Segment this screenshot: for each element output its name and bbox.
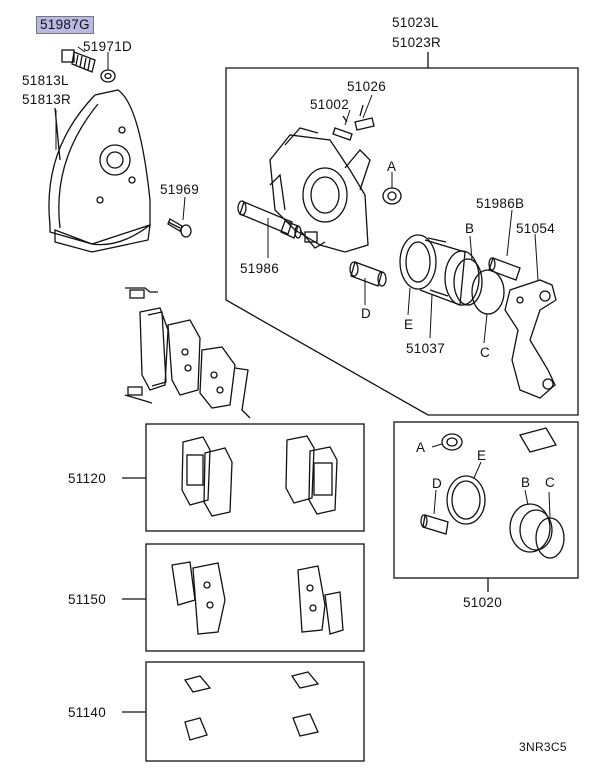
caliper-assembly-box <box>225 67 579 416</box>
bolt-drawing <box>61 49 116 83</box>
shims-51150-drawing <box>171 561 344 635</box>
part-label-51987g[interactable]: 51987G <box>36 16 94 34</box>
ref-label-a-kit: A <box>416 440 426 455</box>
dust-shield-drawing <box>48 89 151 253</box>
part-label-51054[interactable]: 51054 <box>516 221 556 236</box>
part-label-51150[interactable]: 51150 <box>68 592 107 607</box>
part-label-51969[interactable]: 51969 <box>160 182 200 197</box>
ref-label-d-kit: D <box>432 476 443 491</box>
part-label-51023l[interactable]: 51023L <box>392 15 439 30</box>
part-label-51813l[interactable]: 51813L <box>22 73 69 88</box>
part-label-51120[interactable]: 51120 <box>68 471 107 486</box>
bracket-drawing <box>504 279 557 399</box>
seal-kit-drawing <box>420 427 565 559</box>
part-label-51026[interactable]: 51026 <box>347 79 387 94</box>
screw-drawing <box>167 218 192 238</box>
shim-kit-box-51150 <box>145 543 365 652</box>
ref-label-e-top: E <box>404 317 414 332</box>
ref-label-a-top: A <box>387 159 397 174</box>
ref-label-d-top: D <box>361 306 372 321</box>
diagram-code: 3NR3C5 <box>519 740 567 754</box>
part-label-51140[interactable]: 51140 <box>68 705 107 720</box>
part-label-51986[interactable]: 51986 <box>240 261 280 276</box>
part-label-51986b[interactable]: 51986B <box>476 196 525 211</box>
leader-lines <box>55 46 551 519</box>
ref-label-b-top: B <box>465 221 475 236</box>
ref-label-b-kit: B <box>521 475 531 490</box>
pin-51986b-drawing <box>488 257 521 281</box>
seal-kit-box-51020 <box>393 421 579 579</box>
part-label-51002[interactable]: 51002 <box>310 97 350 112</box>
boot-a-drawing <box>382 187 402 205</box>
ref-label-e-kit: E <box>477 448 487 463</box>
pad-kit-box-51120 <box>145 423 365 532</box>
clips-51140-drawing <box>183 671 320 741</box>
part-label-51813r[interactable]: 51813R <box>22 92 72 107</box>
guide-pin-drawing <box>237 200 302 239</box>
part-label-51023r[interactable]: 51023R <box>392 35 442 50</box>
clip-kit-box-51140 <box>145 661 365 762</box>
pin-d-drawing <box>349 261 387 287</box>
part-label-51037[interactable]: 51037 <box>406 341 446 356</box>
part-label-51020[interactable]: 51020 <box>463 595 503 610</box>
pads-51120-drawing <box>181 435 338 517</box>
ref-label-c-top: C <box>480 345 491 360</box>
caliper-body-drawing <box>269 127 371 253</box>
ref-label-c-kit: C <box>545 475 556 490</box>
loose-pads-drawing <box>124 287 251 419</box>
part-label-51971d[interactable]: 51971D <box>83 39 133 54</box>
piston-seal-drawing <box>399 234 505 315</box>
